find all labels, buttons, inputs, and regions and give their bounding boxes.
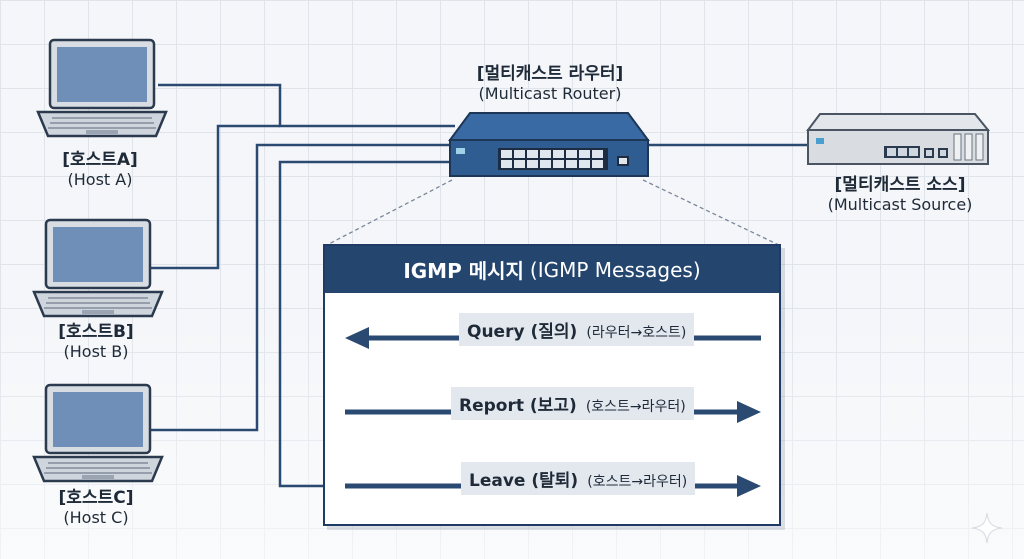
igmp-messages-panel: IGMP 메시지 (IGMP Messages) Query (질의) (라우터… <box>323 244 781 526</box>
report-name: Report (보고) <box>459 396 577 416</box>
source-label-en: (Multicast Source) <box>827 195 973 215</box>
router-label-en: (Multicast Router) <box>478 84 622 104</box>
host-b-label-ko: [호스트B] <box>58 322 134 342</box>
host-a-label-ko: [호스트A] <box>62 150 138 170</box>
leave-name: Leave (탈퇴) <box>469 471 579 491</box>
query-direction: (라우터→호스트) <box>586 325 687 341</box>
query-message-label: Query (질의) (라우터→호스트) <box>459 313 695 346</box>
router-switch-icon <box>448 112 650 177</box>
host-c-link <box>148 143 455 432</box>
host-connection-lines <box>148 83 808 488</box>
host-a-link <box>158 83 455 128</box>
callout-lines <box>324 179 782 247</box>
leave-message-label: Leave (탈퇴) (호스트→라우터) <box>461 462 696 495</box>
router-label-ko: [멀티캐스트 라우터] <box>476 64 624 84</box>
host-b-label-en: (Host B) <box>63 342 129 362</box>
report-direction: (호스트→라우터) <box>585 399 686 415</box>
sparkle-icon <box>971 512 1003 544</box>
router-label: [멀티캐스트 라우터] (Multicast Router) <box>440 64 660 104</box>
panel-title-sub: (IGMP Messages) <box>529 257 701 282</box>
source-label: [멀티캐스트 소스] (Multicast Source) <box>800 175 1000 215</box>
host-a-label-en: (Host A) <box>67 170 133 190</box>
report-message-label: Report (보고) (호스트→라우터) <box>451 387 694 420</box>
panel-link <box>278 160 455 488</box>
source-label-ko: [멀티캐스트 소스] <box>834 175 966 195</box>
laptop-icon <box>32 218 164 318</box>
server-icon <box>806 113 991 165</box>
host-b-label: [호스트B] (Host B) <box>36 322 156 362</box>
host-c-label-en: (Host C) <box>63 508 129 528</box>
host-b-link <box>150 124 280 270</box>
laptop-icon <box>36 38 168 138</box>
host-a-label: [호스트A] (Host A) <box>40 150 160 190</box>
host-c-label: [호스트C] (Host C) <box>36 488 156 528</box>
query-name: Query (질의) <box>467 322 578 342</box>
panel-title-main: IGMP 메시지 <box>403 259 524 283</box>
panel-header: IGMP 메시지 (IGMP Messages) <box>325 246 779 293</box>
host-c-label-ko: [호스트C] <box>58 488 134 508</box>
leave-direction: (호스트→라우터) <box>587 474 688 490</box>
laptop-icon <box>32 383 164 483</box>
